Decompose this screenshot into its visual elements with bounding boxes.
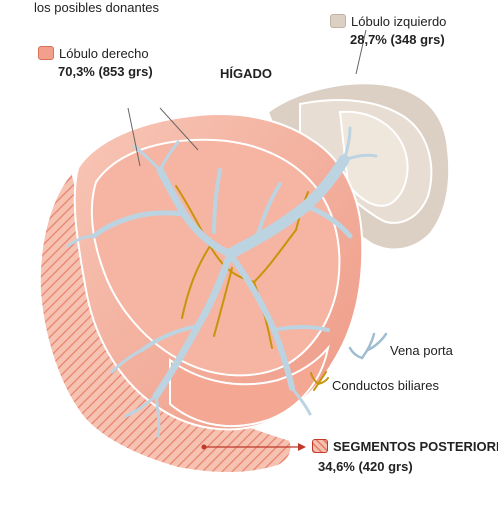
conductos-biliares-label: Conductos biliares: [332, 378, 439, 393]
left-lobe-swatch: [330, 14, 346, 28]
left-lobe-label: Lóbulo izquierdo: [351, 14, 446, 29]
left-lobe-value: 28,7% (348 grs): [350, 32, 445, 47]
posterior-legend: SEGMENTOS POSTERIORES: [312, 439, 498, 454]
right-lobe-legend: Lóbulo derecho: [38, 46, 149, 61]
organ-title: HÍGADO: [220, 66, 272, 81]
left-lobe-legend: Lóbulo izquierdo: [330, 14, 446, 29]
top-caption: los posibles donantes: [34, 0, 159, 15]
right-lobe-swatch: [38, 46, 54, 60]
right-lobe-value: 70,3% (853 grs): [58, 64, 153, 79]
posterior-swatch: [312, 439, 328, 453]
right-lobe-label: Lóbulo derecho: [59, 46, 149, 61]
posterior-value: 34,6% (420 grs): [318, 459, 413, 474]
vena-porta-label: Vena porta: [390, 343, 453, 358]
posterior-label: SEGMENTOS POSTERIORES: [333, 439, 498, 454]
vena-porta-icon: [350, 334, 386, 358]
